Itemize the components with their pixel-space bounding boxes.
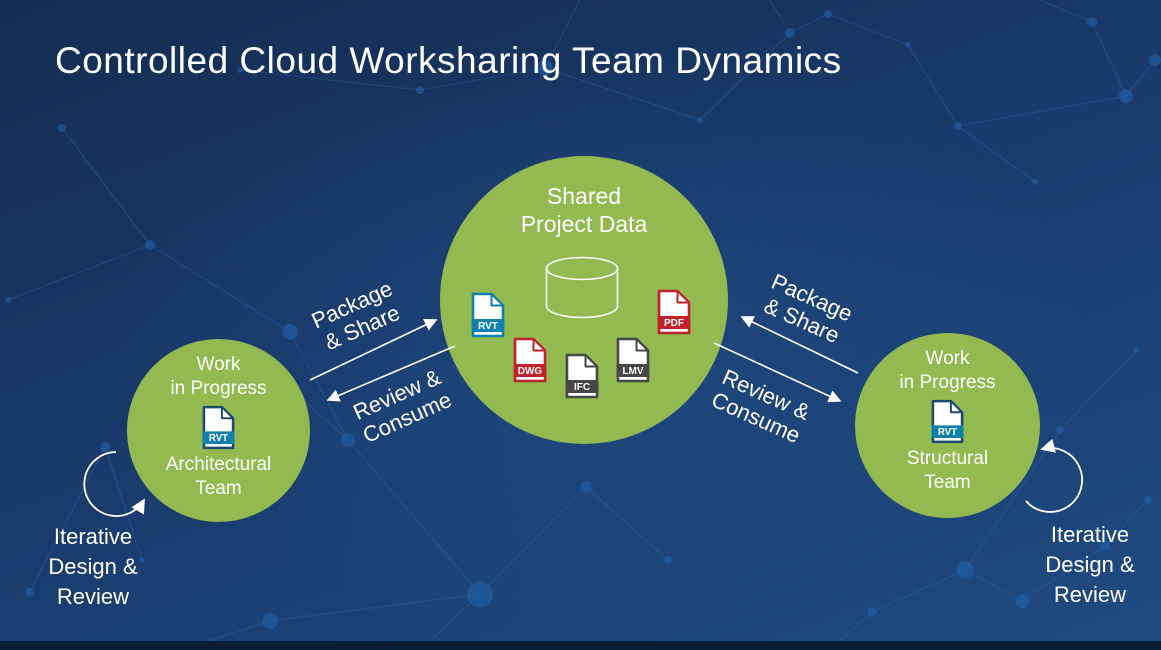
- rvt-file-label: RVT: [478, 321, 498, 332]
- ifc-file-label: IFC: [574, 382, 590, 393]
- rvt-file-icon: RVT: [471, 292, 505, 338]
- shared-project-data-circle: Shared Project Data RVT DWG IFC: [440, 156, 728, 444]
- work-in-progress-label: Work in Progress: [170, 354, 267, 399]
- database-cylinder-icon: [545, 256, 619, 319]
- work-in-progress-label: Work in Progress: [899, 348, 996, 393]
- ifc-file-icon: IFC: [565, 353, 599, 399]
- rvt-file-icon: RVT: [202, 405, 235, 450]
- lmv-file-icon: LMV: [616, 337, 650, 383]
- iterative-design-review-label-left: Iterative Design & Review: [48, 524, 138, 609]
- rvt-file-label: RVT: [938, 427, 957, 438]
- rvt-file-label: RVT: [209, 433, 228, 444]
- footer-bar: [0, 641, 1161, 650]
- structural-team-label: Structural Team: [906, 448, 989, 493]
- dwg-file-icon: DWG: [513, 337, 547, 383]
- page-title: Controlled Cloud Worksharing Team Dynami…: [55, 40, 842, 81]
- structural-team-circle: Work in Progress RVT Structural Team: [855, 333, 1040, 518]
- dwg-file-label: DWG: [518, 366, 543, 377]
- iterative-design-review-label-right: Iterative Design & Review: [1045, 522, 1135, 607]
- lmv-file-label: LMV: [622, 366, 643, 377]
- pdf-file-label: PDF: [664, 318, 684, 329]
- shared-project-data-label: Shared Project Data: [520, 183, 648, 237]
- pdf-file-icon: PDF: [657, 289, 691, 335]
- rvt-file-icon: RVT: [931, 399, 964, 444]
- architectural-team-circle: Work in Progress RVT Architectural Team: [127, 339, 310, 522]
- architectural-team-label: Architectural Team: [165, 454, 272, 499]
